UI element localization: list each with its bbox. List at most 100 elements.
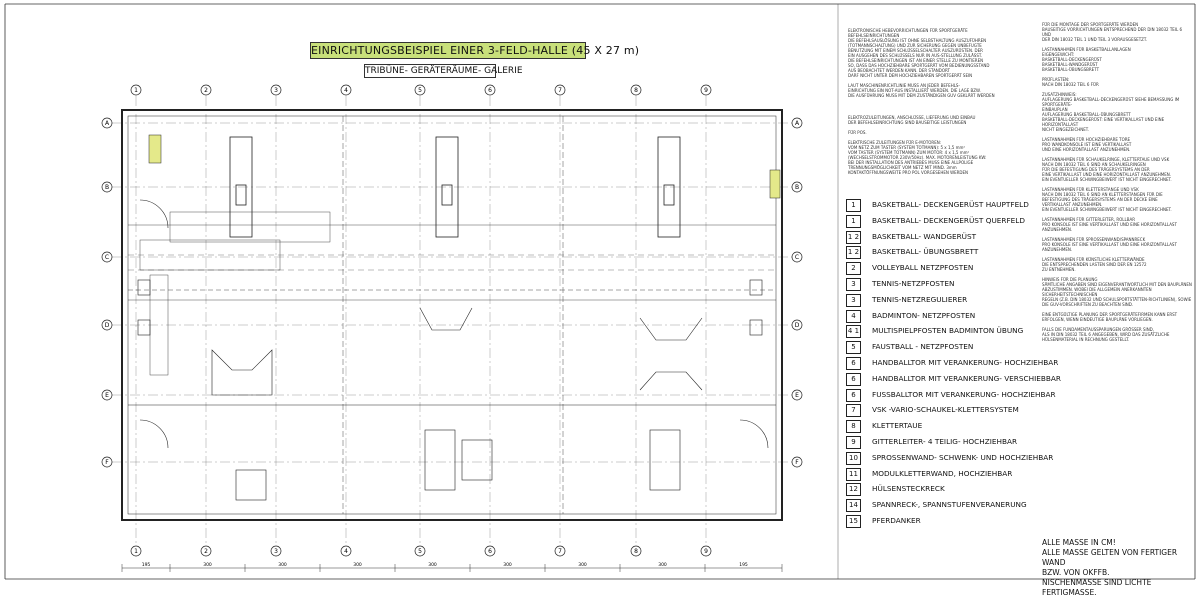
legend-label: BASKETBALL- DECKENGERÜST HAUPTFELD xyxy=(872,200,1029,209)
column-axis-marker xyxy=(484,545,496,557)
legend-symbol: 1 2 xyxy=(846,230,861,244)
legend-label: FUSSBALLTOR MIT VERANKERUNG- HOCHZIEHBAR xyxy=(872,389,1056,399)
row-axis-marker xyxy=(791,251,803,263)
row-axis-label: E xyxy=(795,392,799,399)
column-axis-label: 8 xyxy=(634,548,638,555)
highlight-wall-left xyxy=(148,134,162,164)
column-axis-marker xyxy=(270,545,282,557)
legend-symbol: 6 xyxy=(846,388,861,402)
legend-symbol: 1 2 xyxy=(846,246,861,260)
legend-item: 1 2 BASKETBALL- ÜBUNGSBRETT xyxy=(846,245,1036,261)
legend-symbol: 2 xyxy=(846,262,861,276)
column-axis-label: 6 xyxy=(488,87,492,94)
column-axis-marker xyxy=(630,545,642,557)
column-axis-marker xyxy=(630,84,642,96)
legend-label: HANDBALLTOR MIT VERANKERUNG- HOCHZIEHBAR xyxy=(872,358,1059,367)
notes-electrical: ELEKTRONISCHE HEBEVORRICHTUNGEN FÜR SPOR… xyxy=(848,28,995,98)
legend-label: KLETTERTAUE xyxy=(872,421,923,431)
legend-symbol: 10 xyxy=(846,451,861,465)
row-axis-marker xyxy=(101,181,113,193)
legend-symbol: 4 1 xyxy=(846,325,861,339)
legend-label: BASKETBALL- WANDGERÜST xyxy=(872,231,977,241)
hall-walls xyxy=(121,109,783,521)
dimension-label: 195 xyxy=(142,562,151,568)
column-axis-label: 1 xyxy=(134,548,138,555)
legend-item: 1 2 BASKETBALL- WANDGERÜST xyxy=(846,230,1036,246)
legend-symbol: 14 xyxy=(846,499,861,513)
row-axis-marker xyxy=(791,117,803,129)
dimension-label: 300 xyxy=(658,562,667,568)
column-axis-marker xyxy=(414,84,426,96)
legend-symbol: 5 xyxy=(846,341,861,355)
legend-label: VOLLEYBALL NETZPFOSTEN xyxy=(872,263,974,273)
column-axis-marker xyxy=(554,545,566,557)
legend-item: 4 1 MULTISPIELPFOSTEN BADMINTON ÜBUNG xyxy=(846,324,1036,340)
legend-item: 14 SPANNRECK-, SPANNSTUFENVERANERUNG xyxy=(846,498,1036,514)
legend-label: FAUSTBALL - NETZPFOSTEN xyxy=(872,342,974,352)
row-axis-label: C xyxy=(795,254,799,261)
row-axis-label: B xyxy=(105,184,109,191)
row-axis-label: F xyxy=(105,459,109,466)
dimension-label: 300 xyxy=(278,562,287,568)
column-axis-label: 7 xyxy=(558,548,562,555)
row-axis-label: F xyxy=(795,459,799,466)
legend-symbol: 3 xyxy=(846,293,861,307)
row-axis-marker xyxy=(101,319,113,331)
column-axis-label: 5 xyxy=(418,87,422,94)
dimension-note: ALLE MASSE IN CM! ALLE MASSE GELTEN VON … xyxy=(1042,538,1178,597)
column-axis-label: 2 xyxy=(204,87,208,94)
highlight-wall-right xyxy=(769,169,781,199)
column-axis-label: 2 xyxy=(204,548,208,555)
legend-item: 6 HANDBALLTOR MIT VERANKERUNG- VERSCHIEBB… xyxy=(846,372,1061,388)
legend-label: MULTISPIELPFOSTEN BADMINTON ÜBUNG xyxy=(872,326,1024,336)
row-axis-label: A xyxy=(105,120,110,127)
legend-item: 1 BASKETBALL- DECKENGERÜST HAUPTFELD xyxy=(846,198,1036,214)
dimension-label: 300 xyxy=(353,562,362,568)
legend-symbol: 15 xyxy=(846,515,861,528)
dimension-label: 195 xyxy=(739,562,748,568)
legend-item: 5 FAUSTBALL - NETZPFOSTEN xyxy=(846,340,1036,356)
row-axis-label: E xyxy=(105,392,109,399)
legend-label: BASKETBALL- ÜBUNGSBRETT xyxy=(872,247,979,257)
row-axis-label: D xyxy=(795,322,800,329)
legend-symbol: 4 xyxy=(846,309,861,323)
legend-label: PFERDANKER xyxy=(872,516,921,525)
dimension-label: 300 xyxy=(203,562,212,568)
row-axis-marker xyxy=(791,181,803,193)
column-axis-label: 3 xyxy=(274,87,278,94)
row-axis-label: D xyxy=(105,322,110,329)
legend-label: HANDBALLTOR MIT VERANKERUNG- VERSCHIEBBA… xyxy=(872,373,1061,383)
goal-structures xyxy=(137,199,769,501)
basketball-rigs xyxy=(229,136,681,238)
column-axis-marker xyxy=(484,84,496,96)
notes-wiring: ELEKTROZULEITUNGEN, ANSCHLÜSSE, LIEFERUN… xyxy=(848,115,987,175)
legend-label: SPANNRECK-, SPANNSTUFENVERANERUNG xyxy=(872,500,1027,510)
row-axis-marker xyxy=(791,389,803,401)
sheet-border xyxy=(4,3,1196,580)
legend-label: TENNIS-NETZPFOSTEN xyxy=(872,279,955,288)
column-axis-label: 3 xyxy=(274,548,278,555)
legend-symbol: 11 xyxy=(846,467,861,481)
column-axis-label: 4 xyxy=(344,87,348,94)
column-axis-label: 8 xyxy=(634,87,638,94)
legend-label: BASKETBALL- DECKENGERÜST QUERFELD xyxy=(872,215,1025,225)
row-axis-marker xyxy=(791,319,803,331)
legend-symbol: 1 xyxy=(846,199,861,212)
legend-symbol: 9 xyxy=(846,436,861,449)
legend-item: 2 VOLLEYBALL NETZPFOSTEN xyxy=(846,261,1036,277)
legend-symbol: 6 xyxy=(846,372,861,386)
column-axis-marker xyxy=(200,545,212,557)
legend-symbol: 3 xyxy=(846,278,861,291)
column-axis-marker xyxy=(700,545,712,557)
column-axis-marker xyxy=(554,84,566,96)
row-axis-marker xyxy=(101,251,113,263)
column-axis-marker xyxy=(130,545,142,557)
dimension-label: 300 xyxy=(578,562,587,568)
